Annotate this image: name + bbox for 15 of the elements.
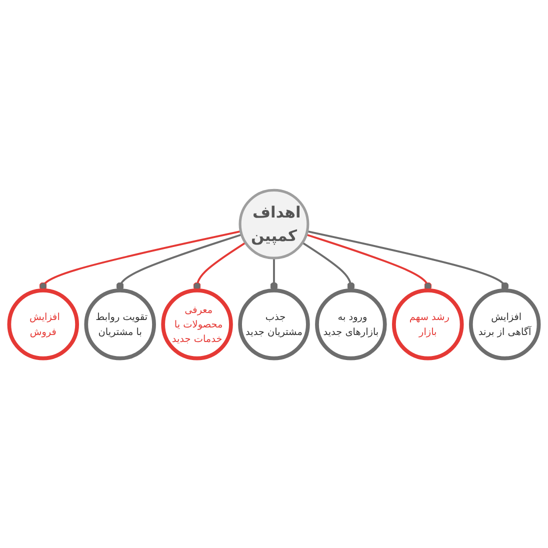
connector [302, 242, 355, 290]
connector [306, 230, 509, 290]
node-circle: معرفی محصولات یا خدمات جدید [161, 288, 233, 360]
node-circle: تقویت روابط با مشتریان [84, 288, 156, 360]
node-circle: جذب مشتریان جدید [238, 288, 310, 360]
connector [193, 242, 246, 290]
node-circle: اهداف کمپین [238, 188, 310, 260]
connector [306, 233, 432, 290]
node-circle: رشد سهم بازار [392, 288, 464, 360]
connector [39, 230, 242, 290]
connector [116, 233, 242, 290]
node-circle: افزایش فروش [7, 288, 80, 360]
node-circle: ورود به بازارهای جدید [315, 288, 387, 360]
connector [270, 258, 278, 290]
node-circle: افزایش آگاهی از برند [468, 288, 541, 360]
